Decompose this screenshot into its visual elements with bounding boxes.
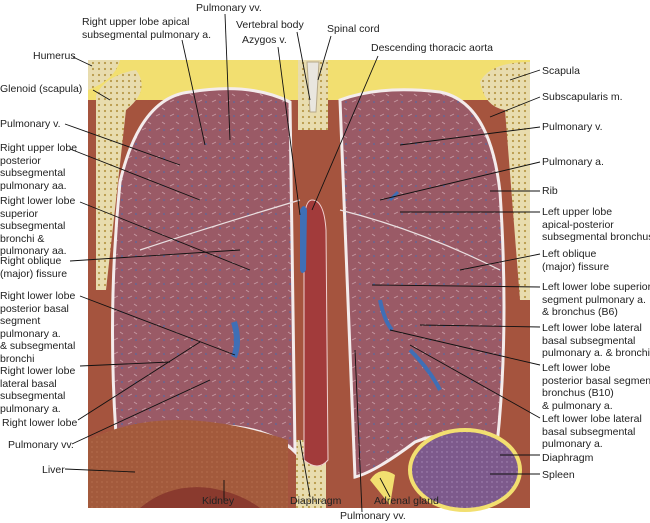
label-diaphragm-right: Diaphragm: [542, 452, 594, 464]
label-line: bronchus (B10): [542, 387, 614, 399]
scapula: [480, 62, 530, 300]
spleen: [408, 428, 522, 512]
label-diaphragm-bottom: Diaphragm: [290, 495, 342, 507]
label-spinal-cord: Spinal cord: [327, 23, 380, 35]
label-rul-apical: Right upper lobe apical subsegmental pul…: [82, 16, 211, 41]
label-line: posterior: [0, 154, 41, 167]
label-line: (major) fissure: [542, 260, 610, 273]
label-right-oblique-fissure: Right oblique (major) fissure: [0, 255, 67, 280]
label-rll-posterior-basal: Right lower lobe posterior basal segment…: [0, 290, 75, 365]
label-lul-apical-posterior: Left upper lobe apical-posterior subsegm…: [542, 206, 650, 244]
leader-lines: [64, 13, 541, 513]
azygos-vein: [300, 206, 307, 273]
label-line: & subsegmental: [0, 340, 76, 352]
label-line: pulmonary a.: [0, 402, 61, 415]
label-line: Right lower lobe: [0, 365, 76, 377]
label-line: subsegmental: [0, 390, 66, 402]
label-subscapularis: Subscapularis m.: [542, 91, 623, 103]
label-rll-lateral-basal: Right lower lobe lateral basal subsegmen…: [0, 365, 75, 415]
label-line: segment pulmonary a.: [542, 293, 646, 306]
label-line: Right lower lobe: [0, 290, 76, 302]
label-line: apical-posterior: [542, 218, 614, 231]
label-line: posterior basal: [0, 302, 69, 315]
label-line: superior: [0, 207, 38, 220]
label-lll-lateral-basal-a: Left lower lobe lateral basal subsegment…: [542, 413, 642, 451]
label-pulmonary-a-right: Pulmonary a.: [542, 156, 604, 168]
label-line: Right upper lobe: [0, 142, 78, 154]
label-descending-aorta: Descending thoracic aorta: [371, 42, 493, 54]
label-line: Right upper lobe apical: [82, 16, 190, 28]
left-lung: [338, 88, 506, 479]
label-liver: Liver: [42, 464, 65, 476]
label-line: Left upper lobe: [542, 206, 613, 218]
label-glenoid: Glenoid (scapula): [0, 83, 83, 95]
label-line: lateral basal: [0, 377, 57, 390]
label-line: bronchi: [0, 352, 35, 365]
label-line: & bronchus (B6): [542, 306, 618, 318]
label-rul-posterior: Right upper lobe posterior subsegmental …: [0, 142, 77, 192]
label-line: Left lower lobe superior: [542, 281, 650, 293]
adrenal-gland: [370, 471, 395, 505]
label-line: pulmonary a.: [0, 327, 61, 340]
label-line: pulmonary aa.: [0, 245, 67, 257]
label-lll-lateral-basal-bronchi: Left lower lobe lateral basal subsegment…: [542, 322, 650, 360]
label-pulmonary-vv-top: Pulmonary vv.: [196, 2, 262, 14]
label-line: pulmonary a. & bronchi: [542, 347, 650, 359]
label-line: pulmonary aa.: [0, 179, 67, 192]
label-line: subsegmental pulmonary a.: [82, 28, 211, 41]
label-pulmonary-vv-bottom: Pulmonary vv.: [340, 510, 406, 522]
label-line: basal subsegmental: [542, 334, 636, 347]
humerus: [88, 60, 120, 90]
label-pulmonary-v-left: Pulmonary v.: [0, 118, 61, 130]
label-line: posterior basal segment: [542, 374, 650, 387]
liver: [88, 420, 288, 508]
label-adrenal-gland: Adrenal gland: [374, 495, 439, 507]
label-line: Left lower lobe lateral: [542, 413, 642, 425]
label-line: Left oblique: [542, 248, 597, 260]
label-line: subsegmental bronchus: [542, 231, 650, 243]
label-lll-posterior-basal: Left lower lobe posterior basal segment …: [542, 362, 650, 412]
label-line: & pulmonary a.: [542, 399, 613, 412]
label-left-oblique-fissure: Left oblique (major) fissure: [542, 248, 609, 273]
label-scapula: Scapula: [542, 65, 580, 77]
label-spleen: Spleen: [542, 469, 575, 481]
glenoid-scapula: [96, 70, 142, 290]
label-line: subsegmental: [0, 167, 66, 179]
label-line: (major) fissure: [0, 267, 68, 280]
label-pulmonary-vv-left: Pulmonary vv.: [8, 439, 74, 451]
label-line: Left lower lobe: [542, 362, 611, 374]
label-kidney: Kidney: [202, 495, 235, 507]
label-humerus: Humerus: [33, 50, 76, 62]
label-line: Right lower lobe: [0, 195, 76, 207]
label-line: Right oblique: [0, 255, 62, 267]
label-line: segment: [0, 315, 41, 327]
label-rll-superior: Right lower lobe superior subsegmental b…: [0, 195, 75, 258]
label-azygos-v: Azygos v.: [242, 34, 287, 46]
label-line: Left lower lobe lateral: [542, 322, 642, 334]
label-line: bronchi &: [0, 232, 45, 245]
label-line: pulmonary a.: [542, 438, 603, 450]
label-right-lower-lobe: Right lower lobe: [2, 417, 78, 429]
label-pulmonary-v-right: Pulmonary v.: [542, 121, 603, 133]
label-lll-superior: Left lower lobe superior segment pulmona…: [542, 281, 650, 319]
label-vertebral-body: Vertebral body: [236, 19, 304, 31]
kidney: [140, 487, 260, 508]
label-rib: Rib: [542, 185, 558, 197]
label-line: basal subsegmental: [542, 425, 636, 438]
label-line: subsegmental: [0, 220, 66, 232]
descending-thoracic-aorta: [303, 199, 329, 467]
